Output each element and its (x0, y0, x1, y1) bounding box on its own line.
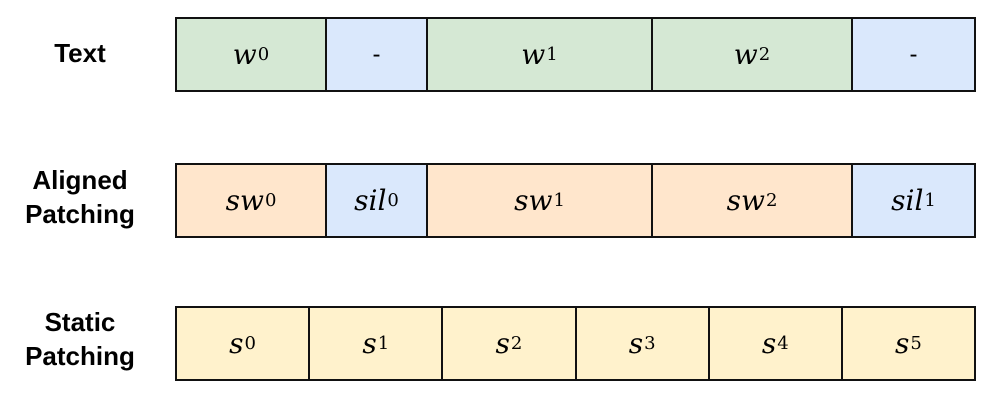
cell-subscript: 2 (758, 44, 771, 65)
cell-base: sw (726, 184, 765, 217)
cell-base: w (232, 38, 257, 71)
cell-base: s (362, 327, 377, 360)
cell-subscript: 0 (257, 44, 270, 65)
cell-base: s (895, 327, 910, 360)
cell-subscript: 2 (765, 190, 778, 211)
cell-base: w (733, 38, 758, 71)
row-label-line: Patching (25, 199, 135, 229)
row-label-line: Patching (25, 341, 135, 371)
row-label-line: Aligned (32, 165, 128, 195)
cell-base: - (909, 40, 918, 68)
row-label-text: Text (0, 36, 160, 70)
row-label-aligned-patching: Aligned Patching (0, 163, 160, 231)
cell-subscript: 1 (546, 44, 558, 65)
cell-subscript: 4 (777, 333, 789, 354)
cell-subscript: 3 (644, 333, 656, 354)
cell-base: sw (514, 184, 553, 217)
cell-subscript: 2 (510, 333, 523, 354)
row-label-line: Static (44, 307, 116, 337)
cell-base: - (372, 40, 381, 68)
cell-subscript: 0 (387, 190, 399, 211)
text-cell: - (327, 19, 428, 90)
cell-subscript: 0 (244, 333, 256, 354)
row-label-line: Text (54, 38, 106, 68)
cell-base: sil (354, 184, 387, 217)
cell-subscript: 5 (910, 333, 922, 354)
cell-base: s (628, 327, 644, 360)
cell-subscript: 1 (377, 333, 390, 354)
cell-subscript: 1 (924, 190, 936, 211)
cell-base: s (229, 327, 244, 360)
text-cell: - (853, 19, 974, 90)
row-label-static-patching: Static Patching (0, 305, 160, 373)
cell-base: s (761, 327, 777, 360)
cell-base: s (495, 327, 510, 360)
cell-base: sil (891, 184, 924, 217)
cell-subscript: 0 (264, 190, 277, 211)
cell-subscript: 1 (553, 190, 565, 211)
cell-base: w (521, 38, 546, 71)
cell-base: sw (225, 184, 264, 217)
